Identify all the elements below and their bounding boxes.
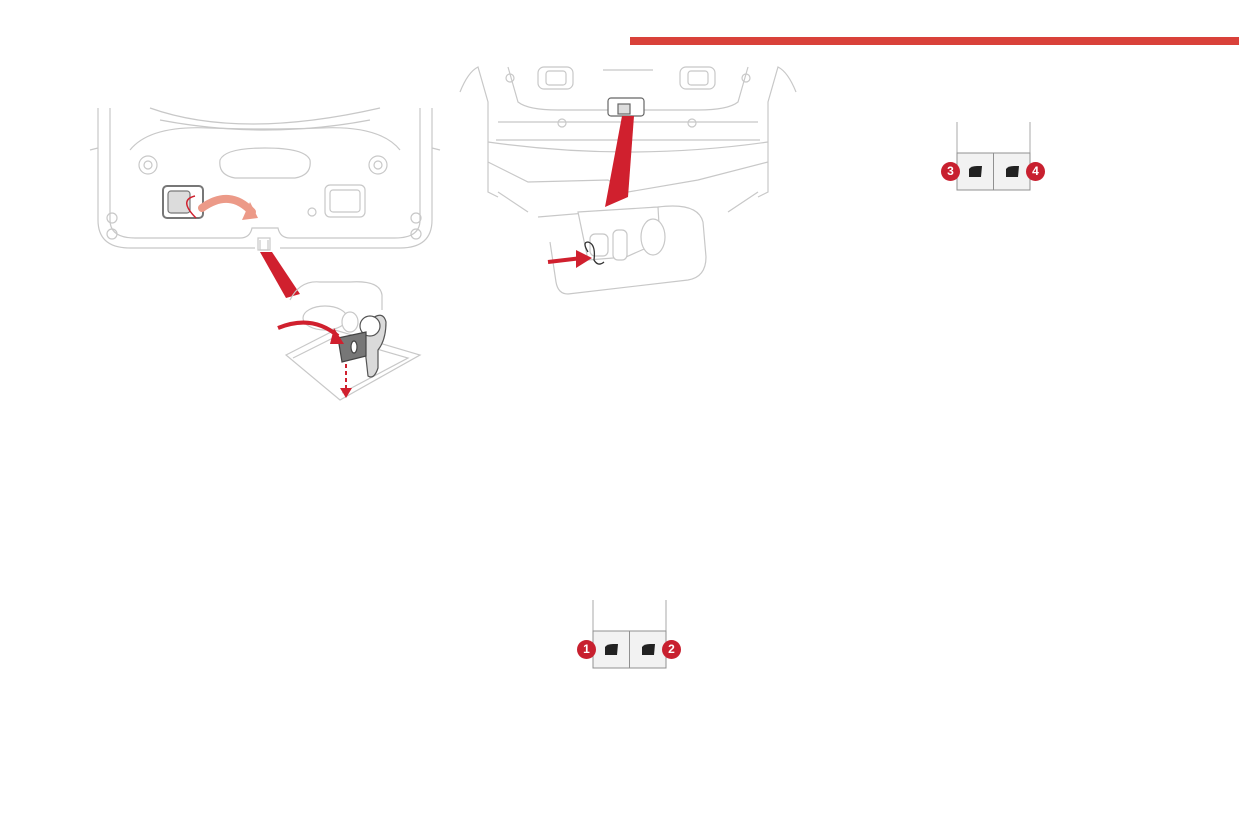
window-switch-button[interactable] [593, 631, 629, 668]
callout-badge: 2 [662, 640, 681, 659]
callout-badge: 3 [941, 162, 960, 181]
window-switch-icon [969, 166, 982, 177]
window-switch-icon [642, 644, 655, 655]
tailgate-manual-unlock-illustration [89, 100, 441, 410]
rear-window-switch-panel: 3 4 [938, 122, 1050, 192]
window-switch-icon [605, 644, 618, 655]
tailgate-latch-illustration [458, 62, 800, 302]
section-header-bar [630, 37, 1239, 45]
window-switch-icon [1006, 166, 1019, 177]
callout-badge: 4 [1026, 162, 1045, 181]
window-switch-button[interactable] [630, 631, 666, 668]
window-switch-button[interactable] [957, 153, 993, 190]
window-switch-button[interactable] [994, 153, 1030, 190]
callout-badge: 1 [577, 640, 596, 659]
rear-window-switch-panel: 1 2 [574, 600, 686, 670]
